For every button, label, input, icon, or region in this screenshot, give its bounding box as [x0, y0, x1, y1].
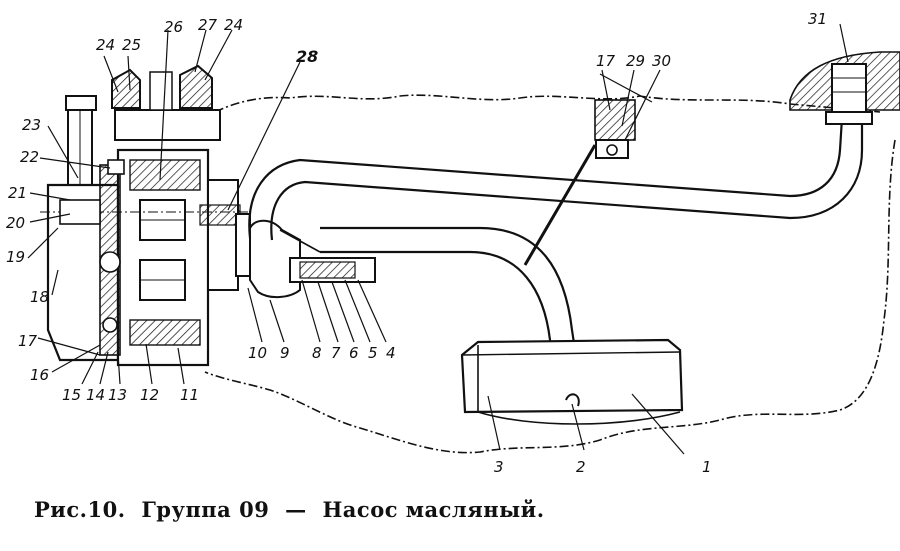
callout-25: 25 — [122, 36, 141, 54]
callout-27: 27 — [198, 16, 218, 34]
callout-labels: 1 2 3 4 5 6 7 8 9 10 11 12 13 14 15 16 1… — [6, 10, 827, 476]
suction-pipe — [320, 226, 577, 351]
callout-24b: 24 — [224, 16, 243, 34]
reducing-valve — [249, 219, 376, 298]
callout-17a: 17 — [18, 332, 38, 350]
drive-pipe — [65, 95, 97, 199]
callout-3: 3 — [494, 458, 504, 476]
leader-lines — [27, 23, 849, 455]
callout-14: 14 — [86, 386, 105, 404]
callout-29: 29 — [626, 52, 645, 70]
callout-16: 16 — [30, 366, 49, 384]
support-rod — [523, 144, 597, 266]
figure-caption: Рис.10. Группа 09 — Насос масляный. — [34, 497, 553, 522]
rod-bracket — [594, 99, 636, 159]
callout-13: 13 — [108, 386, 127, 404]
callout-30: 30 — [652, 52, 671, 70]
caption-title: Насос масляный. — [322, 497, 545, 522]
callout-2: 2 — [576, 458, 586, 476]
callout-17b: 17 — [596, 52, 616, 70]
callout-31: 31 — [808, 10, 827, 28]
callout-19: 19 — [6, 248, 25, 266]
oil-delivery-pipe — [248, 117, 864, 241]
callout-20: 20 — [6, 214, 25, 232]
oil-strainer — [460, 338, 684, 425]
callout-28: 28 — [296, 47, 318, 66]
callout-15: 15 — [62, 386, 81, 404]
caption-figure: Рис.10. — [34, 497, 126, 522]
mount-bracket — [111, 64, 221, 141]
callout-24a: 24 — [96, 36, 115, 54]
pump-housing — [40, 148, 251, 367]
callout-4: 4 — [386, 344, 396, 362]
callout-10: 10 — [248, 344, 267, 362]
callout-23: 23 — [22, 116, 41, 134]
caption-group: Группа 09 — [141, 497, 270, 522]
callout-22: 22 — [20, 148, 39, 166]
callout-8: 8 — [312, 344, 322, 362]
block-contour — [204, 94, 896, 454]
callout-11: 11 — [180, 386, 199, 404]
callout-9: 9 — [280, 344, 290, 362]
callout-6: 6 — [349, 344, 359, 362]
callout-5: 5 — [368, 344, 378, 362]
top-right-fitting — [789, 51, 900, 125]
callout-26: 26 — [164, 18, 183, 36]
callout-18: 18 — [30, 288, 49, 306]
caption-dash: — — [285, 497, 307, 522]
callout-12: 12 — [140, 386, 159, 404]
callout-1: 1 — [702, 458, 712, 476]
callout-21: 21 — [8, 184, 27, 202]
callout-7: 7 — [331, 344, 341, 362]
